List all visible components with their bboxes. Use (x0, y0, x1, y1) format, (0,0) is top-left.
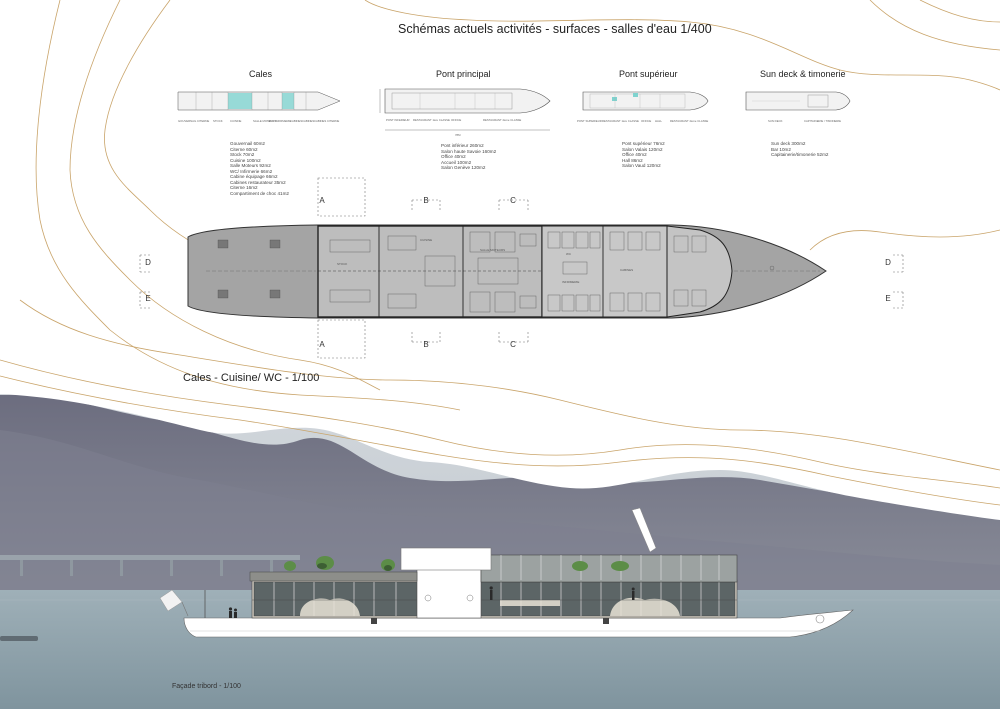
section-mark-left-d: D (145, 258, 151, 267)
room-label-salle-moteurs: SALLE MOTEURS (480, 248, 506, 252)
plan-label-ps-4: RESTAURANT 2ème CLASSE (670, 119, 709, 123)
area-item: Compartiment de choc 41m2 (230, 190, 289, 196)
plan-label-ps-2: OFFICE (641, 119, 652, 123)
section-title: Cales - Cuisine/ WC - 1/100 (183, 372, 320, 384)
thumbnail-cales (177, 91, 341, 111)
area-item: Salle Moteurs 92m2 (230, 163, 271, 168)
section-mark-right-e: E (885, 294, 891, 303)
area-item: WC/ Infirmerie 66m2 (230, 168, 273, 174)
hull-compartments (206, 225, 820, 318)
area-list-pont-superieur: Pont supérieur 76m2 Salon Valais 120m2 O… (622, 141, 665, 169)
deck-title-pont-principal: Pont principal (436, 69, 491, 79)
section-mark-top-a: A (319, 196, 325, 205)
plan-label-cales-0: GOUVERNAIL (178, 119, 197, 123)
bridge (0, 555, 300, 560)
plan-label-pp-2: OFFICE (451, 118, 462, 122)
plan-label-cales-6: CABINES (290, 119, 303, 123)
area-item: Cuisine 100m2 (230, 157, 261, 163)
area-item: Office 40m2 (622, 152, 647, 157)
bridge-piers (20, 560, 273, 576)
page-title: Schémas actuels activités - surfaces - s… (398, 22, 712, 36)
area-item: Hall 86m2 (622, 157, 643, 163)
plan-label-sd-1: CAPITAINERIE / TIMONERIE (804, 119, 842, 123)
section-mark-bottom-a: A (319, 340, 325, 349)
plan-label-cales-9: CITERNE (327, 119, 340, 123)
deck-title-cales: Cales (249, 69, 273, 79)
area-item: Capitainerie/timonerie 52m2 (771, 152, 829, 157)
area-list-sun-deck: Sun deck 300m2 Bar 10m2 Capitainerie/tim… (771, 141, 828, 158)
plan-label-cales-2: STOCK (213, 119, 223, 123)
thumbnail-sun-deck (745, 91, 851, 111)
area-item: Citerne 60m2 (230, 146, 258, 152)
plan-label-ps-0: PONT SUPERIEUR (577, 119, 602, 123)
plan-label-cales-4: SALLE MOTEURS (253, 119, 277, 123)
area-item: Gouvernail 60m2 (230, 141, 265, 146)
plan-label-pp-3: RESTAURANT 2ème CLASSE (483, 118, 522, 122)
room-label-wc: WC (566, 252, 571, 256)
thumbnail-pont-principal (379, 88, 551, 131)
section-mark-left-e: E (145, 294, 151, 303)
room-label-stock: STOCK (337, 262, 348, 266)
people-silhouettes (228, 586, 635, 618)
plan-label-sd-0: SUN DECK (768, 119, 783, 123)
plan-label-pp-1: RESTAURANT 1ère CLASSE (413, 118, 450, 122)
wheelhouse (400, 547, 492, 571)
area-item: Accueil 100m2 (441, 159, 472, 165)
area-item: Pont supérieur 76m2 (622, 141, 665, 146)
section-mark-right-d: D (885, 258, 891, 267)
plan-label-cales-8: CABINES (314, 119, 327, 123)
area-item: Office 40m2 (441, 154, 466, 159)
distant-boat (0, 636, 38, 641)
thumbnail-pont-superieur (582, 91, 709, 111)
plan-label-ps-1: RESTAURANT 1ère CLASSE (602, 119, 639, 123)
plan-label-pp-0: PONT INFERIEUR (386, 118, 410, 122)
area-item: Sun deck 300m2 (771, 141, 806, 146)
stair-core (416, 565, 482, 619)
stern-flag (159, 589, 183, 612)
room-label-cabines: CABINES (620, 268, 634, 272)
area-item: Salon Vaud 120m2 (622, 163, 661, 168)
plan-label-cales-1: CITERNE (197, 119, 210, 123)
room-label-infirmerie: INFIRMERIE (562, 280, 580, 284)
area-item: Stock 70m2 (230, 152, 255, 157)
section-markers (139, 177, 904, 359)
area-list-pont-principal: Pont inférieur 260m2 Salon haute Savoie … (441, 143, 496, 171)
ship-mast (631, 507, 657, 553)
area-item: Citerne 16m2 (230, 185, 258, 190)
section-mark-bottom-c: C (510, 340, 516, 349)
section-mark-bottom-b: B (423, 340, 429, 349)
section-mark-top-b: B (423, 196, 429, 205)
area-item: Bar 10m2 (771, 146, 791, 152)
upper-deck-structure (480, 554, 738, 583)
plan-label-cales-7: CABINES (302, 119, 315, 123)
area-item: Pont inférieur 260m2 (441, 143, 484, 148)
area-item: Salon haute Savoie 160m2 (441, 148, 497, 154)
plan-dimension-pp: 78M (455, 133, 461, 137)
elevation-caption: Façade tribord - 1/100 (172, 683, 241, 690)
deck-title-sun-deck: Sun deck & timonerie (760, 69, 846, 79)
area-item: Salon Valais 120m2 (622, 146, 663, 152)
ship-hull (183, 609, 854, 638)
area-item: Salon Genève 120m2 (441, 165, 486, 170)
deck-title-pont-superieur: Pont supérieur (619, 69, 678, 79)
plan-label-ps-3: HALL (655, 119, 662, 123)
section-mark-top-c: C (510, 196, 516, 205)
area-list-cales: Gouvernail 60m2 Citerne 60m2 Stock 70m2 … (230, 141, 289, 196)
area-item: Cabines restaurateur 35m2 (230, 179, 286, 185)
plan-label-cales-5: WC / INFIRMERIE (268, 119, 292, 123)
room-label-cuisine: CUISINE (420, 238, 433, 242)
area-item: Cabine équipage 66m2 (230, 174, 278, 179)
plan-label-cales-3: CUISINE (230, 119, 242, 123)
